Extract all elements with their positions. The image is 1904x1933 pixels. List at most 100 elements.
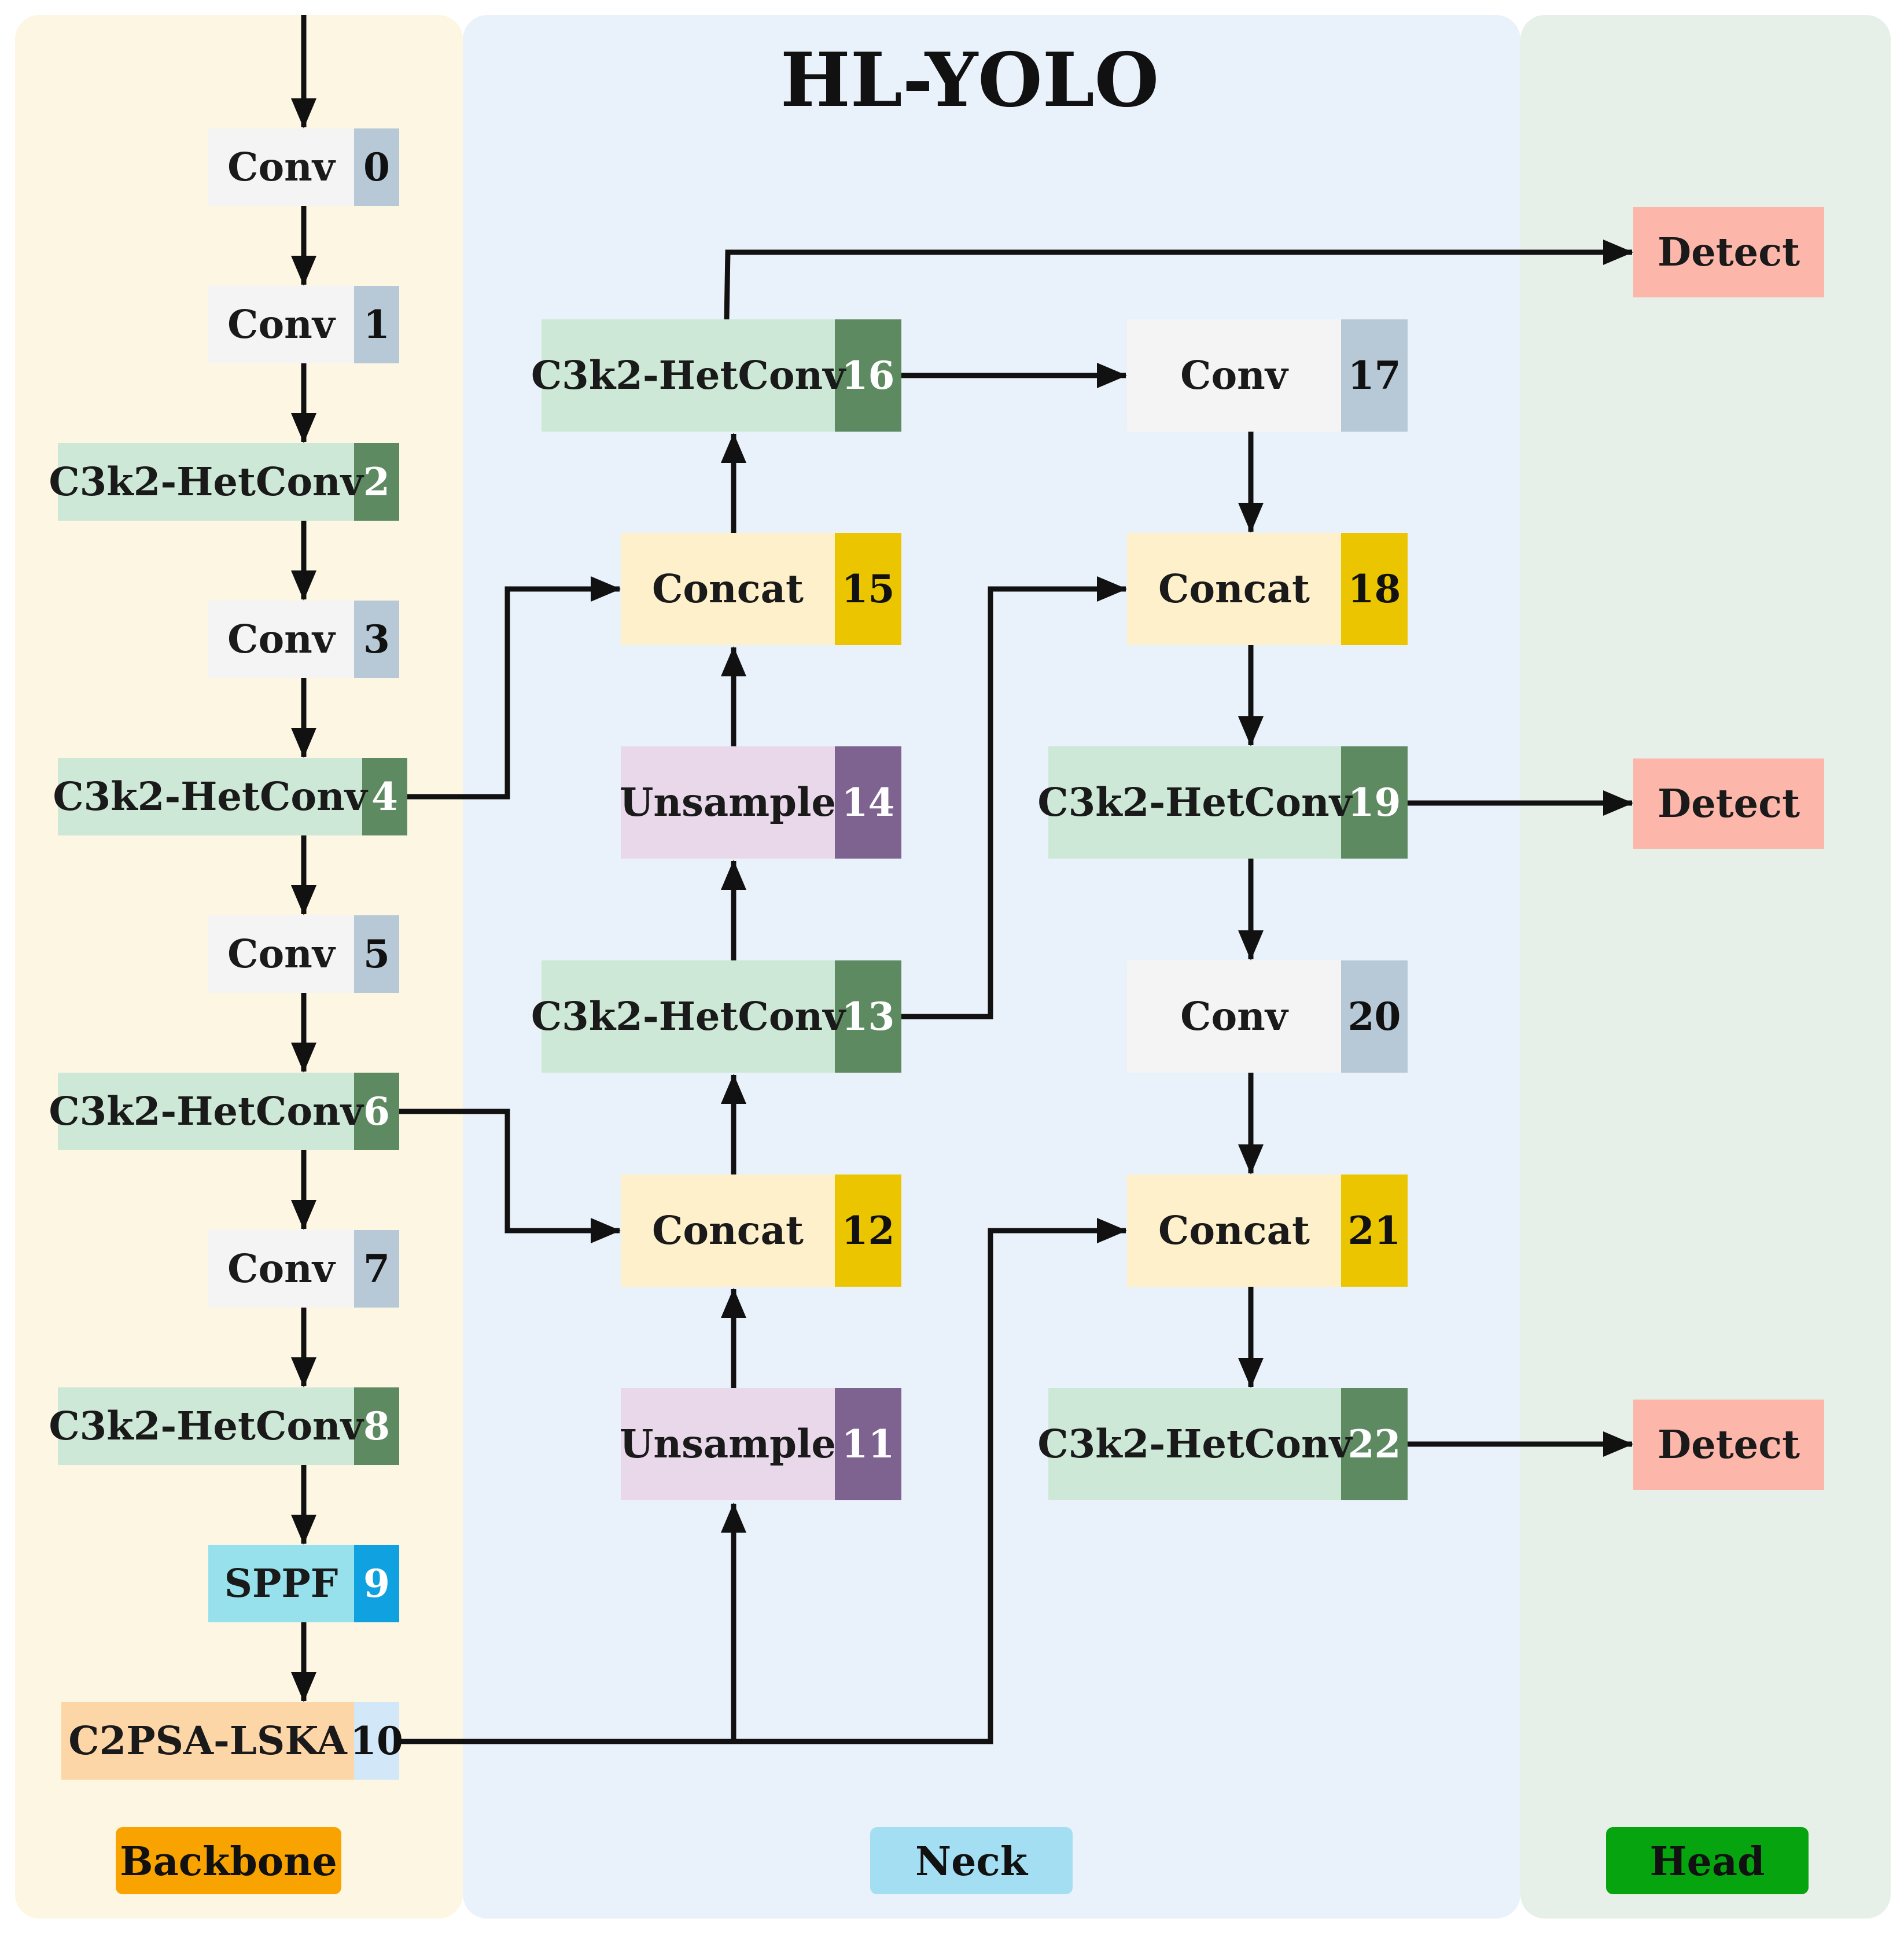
module-label: Conv <box>227 301 336 347</box>
module-label: SPPF <box>224 1560 338 1606</box>
module-label: C3k2-HetConv <box>1037 1421 1353 1467</box>
backbone-tag-background <box>116 1827 341 1894</box>
module-5-body <box>208 915 354 993</box>
module-11-index-badge <box>835 1388 901 1500</box>
module-6-body <box>58 1073 354 1150</box>
module-15-body <box>621 533 835 645</box>
module-index: 1 <box>363 302 390 347</box>
head-tag-label: Head <box>1649 1839 1765 1885</box>
backbone-tag-label: Backbone <box>120 1839 337 1885</box>
module-1: Conv 1 <box>208 286 399 363</box>
module-index: 2 <box>363 459 390 505</box>
detect-head-0: Detect <box>1633 207 1824 297</box>
module-6-index-badge <box>354 1073 399 1150</box>
module-index: 12 <box>842 1208 895 1253</box>
module-index: 4 <box>371 774 398 819</box>
module-14-index-badge <box>835 746 901 859</box>
module-index: 14 <box>842 780 895 825</box>
module-0-body <box>208 128 354 206</box>
module-index: 11 <box>842 1422 895 1467</box>
module-label: C3k2-HetConv <box>1037 779 1353 825</box>
module-label: Concat <box>1158 566 1310 612</box>
module-index: 6 <box>363 1089 390 1134</box>
module-label: Concat <box>1158 1207 1310 1253</box>
module-index: 8 <box>363 1404 390 1449</box>
module-18-index-badge <box>1341 533 1408 645</box>
module-20: Conv 20 <box>1127 960 1408 1073</box>
module-index: 21 <box>1348 1208 1401 1253</box>
module-21-index-badge <box>1341 1174 1408 1287</box>
module-10-body <box>61 1702 354 1780</box>
module-index: 22 <box>1348 1422 1401 1467</box>
detect-label: Detect <box>1658 780 1800 826</box>
diagram-title: HL-YOLO <box>780 37 1159 124</box>
detect-box <box>1633 207 1824 297</box>
module-3-body <box>208 601 354 678</box>
module-label: Conv <box>1180 993 1289 1039</box>
module-label: C3k2-HetConv <box>49 1088 364 1134</box>
module-label: Unsample <box>620 779 836 825</box>
module-21-body <box>1127 1174 1341 1287</box>
neck-tag-label: Neck <box>915 1839 1029 1885</box>
module-index: 16 <box>842 353 895 398</box>
module-4-index-badge <box>362 758 407 835</box>
module-5: Conv 5 <box>208 915 399 993</box>
detect-box <box>1633 759 1824 849</box>
module-label: Conv <box>227 144 336 190</box>
head-tag: Head <box>1606 1827 1809 1894</box>
module-index: 5 <box>363 931 390 977</box>
module-label: C3k2-HetConv <box>531 352 846 398</box>
module-19-index-badge <box>1341 746 1408 859</box>
module-label: C3k2-HetConv <box>49 1403 364 1449</box>
module-label: Conv <box>227 616 336 662</box>
module-4-body <box>58 758 362 835</box>
neck-tag-background <box>870 1827 1073 1894</box>
module-8-index-badge <box>354 1387 399 1465</box>
head-tag-background <box>1606 1827 1809 1894</box>
module-22-body <box>1048 1388 1341 1500</box>
module-19-body <box>1048 746 1341 859</box>
module-index: 20 <box>1348 994 1401 1039</box>
module-index: 19 <box>1348 780 1401 825</box>
module-12-body <box>621 1174 835 1287</box>
module-15-index-badge <box>835 533 901 645</box>
module-label: C3k2-HetConv <box>531 993 846 1039</box>
module-label: Conv <box>227 931 336 977</box>
module-18-body <box>1127 533 1341 645</box>
module-index: 0 <box>363 145 390 190</box>
module-9-index-badge <box>354 1545 399 1622</box>
module-21: Concat 21 <box>1127 1174 1408 1287</box>
backbone-tag: Backbone <box>116 1827 341 1894</box>
module-13-body <box>542 960 835 1073</box>
connections <box>291 15 1633 1744</box>
module-index: 17 <box>1348 353 1401 398</box>
module-14-body <box>621 746 835 859</box>
module-17-body <box>1127 319 1341 432</box>
module-0-index-badge <box>354 128 399 206</box>
module-9-body <box>208 1545 354 1622</box>
module-17-index-badge <box>1341 319 1408 432</box>
detect-box <box>1633 1400 1824 1490</box>
module-16-body <box>542 319 835 432</box>
module-label: C3k2-HetConv <box>49 459 364 505</box>
module-index: 7 <box>363 1246 390 1291</box>
detect-head-1: Detect <box>1633 759 1824 849</box>
module-index: 10 <box>350 1718 403 1763</box>
module-label: Unsample <box>620 1421 836 1467</box>
module-0: Conv 0 <box>208 128 399 206</box>
